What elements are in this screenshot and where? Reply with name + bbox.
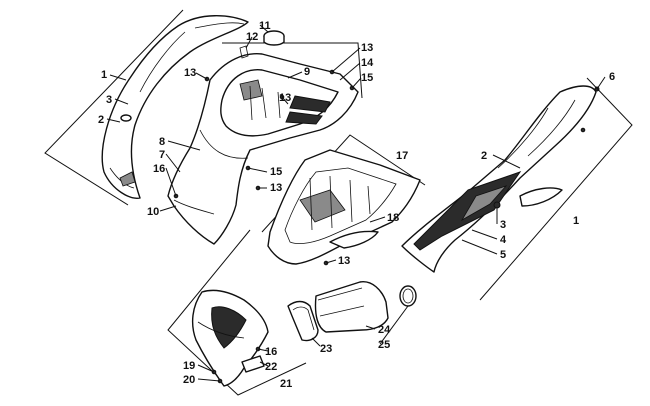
callout-15-a: 15 xyxy=(361,72,373,84)
callout-19: 19 xyxy=(183,360,195,372)
callout-13-d: 13 xyxy=(270,182,282,194)
callout-24: 24 xyxy=(378,324,391,336)
right-side-panel xyxy=(401,77,633,301)
callout-13-c: 13 xyxy=(361,42,373,54)
callout-1-left: 1 xyxy=(101,69,107,81)
callout-9: 9 xyxy=(304,66,310,78)
callout-10: 10 xyxy=(147,206,159,218)
callout-17: 17 xyxy=(396,150,408,162)
callout-8: 8 xyxy=(159,136,165,148)
callout-2-right: 2 xyxy=(481,150,487,162)
callout-12: 12 xyxy=(246,31,258,43)
callout-18: 18 xyxy=(387,212,399,224)
callout-16-a: 16 xyxy=(153,163,165,175)
callout-3-right: 3 xyxy=(500,219,506,231)
callout-6: 6 xyxy=(609,71,615,83)
callout-7: 7 xyxy=(159,149,165,161)
hood-assembly xyxy=(167,30,600,266)
air-box xyxy=(261,134,426,265)
callouts: 1 3 2 12 11 13 9 13 13 14 15 6 8 7 16 15… xyxy=(98,20,615,390)
callout-22: 22 xyxy=(265,361,277,373)
callout-3-left: 3 xyxy=(106,94,112,106)
callout-13-a: 13 xyxy=(184,67,196,79)
callout-23: 23 xyxy=(320,343,332,355)
callout-14: 14 xyxy=(361,57,374,69)
callout-1-right: 1 xyxy=(573,215,579,227)
callout-21: 21 xyxy=(280,378,292,390)
callout-15-b: 15 xyxy=(270,166,282,178)
callout-13-e: 13 xyxy=(338,255,350,267)
callout-4: 4 xyxy=(500,234,507,246)
intake-duct xyxy=(287,281,417,342)
callout-13-b: 13 xyxy=(279,92,291,104)
callout-16-b: 16 xyxy=(265,346,277,358)
bottom-panel xyxy=(167,229,307,396)
callout-20: 20 xyxy=(183,374,195,386)
left-side-panel xyxy=(44,9,249,206)
callout-25: 25 xyxy=(378,339,390,351)
callout-11: 11 xyxy=(259,20,271,32)
callout-5: 5 xyxy=(500,249,506,261)
callout-2-left: 2 xyxy=(98,114,104,126)
leader-lines xyxy=(106,24,606,382)
